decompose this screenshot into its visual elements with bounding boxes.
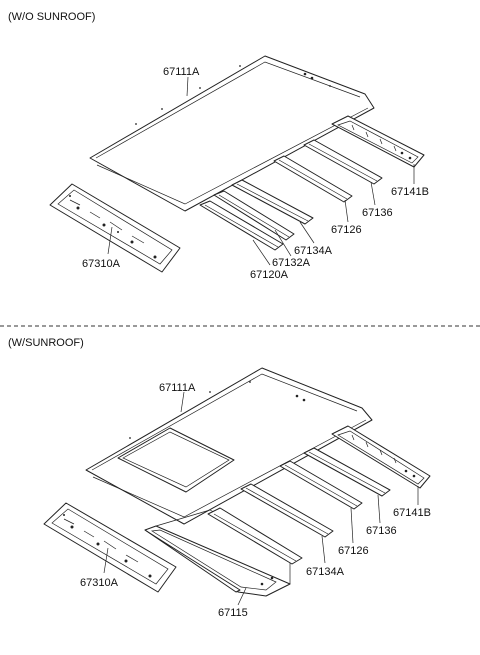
- roof-bow-2: [213, 190, 295, 241]
- roof-bow-sunroof-2: [240, 483, 334, 538]
- front-header-rail-2: [43, 502, 177, 593]
- label-bow-4: 67126: [331, 224, 362, 236]
- roof-bow-sunroof-4: [303, 447, 391, 497]
- roof-bow-4: [273, 155, 353, 203]
- label-sunroof-frame: 67115: [218, 607, 248, 619]
- label-front-header-rail-2: 67310A: [80, 577, 119, 589]
- label-bow-sunroof-5: 67136: [366, 525, 397, 537]
- roof-panel-1: [89, 55, 375, 212]
- rear-rail-1: [331, 115, 425, 168]
- roof-bow-sunroof-1: [207, 507, 303, 565]
- label-rear-rail-1: 67141B: [391, 186, 429, 198]
- roof-bow-sunroof-3: [279, 460, 363, 510]
- label-roof-panel-1: 67111A: [163, 66, 200, 78]
- front-header-rail-1: [49, 183, 181, 273]
- roof-bow-3: [231, 179, 314, 225]
- section-without-sunroof: (W/O SUNROOF): [8, 11, 429, 281]
- section-2-header: (W/SUNROOF): [8, 337, 84, 349]
- roof-bow-1: [199, 200, 284, 251]
- label-bow-sunroof-3: 67134A: [306, 566, 345, 578]
- roof-bow-5: [303, 139, 383, 185]
- section-with-sunroof: (W/SUNROOF): [8, 337, 431, 619]
- rear-rail-2: [331, 425, 431, 489]
- label-bow-2: 67132A: [272, 257, 311, 269]
- label-bow-5: 67136: [362, 207, 393, 219]
- label-bow-sunroof-4: 67126: [338, 545, 369, 557]
- label-rear-rail-2: 67141B: [393, 507, 431, 519]
- label-bow-3: 67134A: [294, 245, 333, 257]
- label-roof-panel-2: 67111A: [159, 382, 196, 394]
- roof-panel-2: [85, 367, 373, 525]
- label-front-header-rail-1: 67310A: [82, 258, 121, 270]
- sunroof-frame: [144, 509, 291, 597]
- label-bow-1: 67120A: [250, 269, 289, 281]
- section-1-header: (W/O SUNROOF): [8, 11, 95, 23]
